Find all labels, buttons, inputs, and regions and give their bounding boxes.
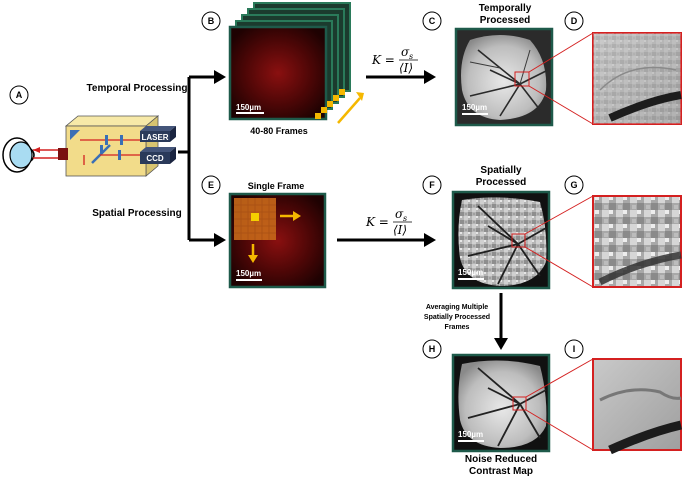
panel-g-label: G bbox=[564, 175, 584, 195]
panel-d-label: D bbox=[564, 11, 584, 31]
scale-bar-b-text: 150µm bbox=[236, 103, 261, 112]
panel-b-letter: B bbox=[208, 16, 215, 26]
eq-num-temporal: σ bbox=[401, 45, 410, 59]
pixel-window-grid bbox=[234, 198, 276, 240]
panel-i-label: I bbox=[564, 339, 584, 359]
branch-arrows bbox=[178, 70, 226, 247]
panel-e-letter: E bbox=[208, 180, 214, 190]
averaging-caption-1: Averaging Multiple bbox=[426, 304, 488, 311]
eq-k-spatial: K = bbox=[365, 215, 389, 229]
arrow-e-to-f bbox=[337, 233, 436, 247]
eye-icon bbox=[2, 137, 35, 173]
single-frame-image: 150µm bbox=[228, 192, 327, 289]
zoom-lines-hi bbox=[525, 358, 594, 451]
panel-g-letter: G bbox=[570, 180, 577, 190]
eq-sub-temporal: s bbox=[409, 52, 413, 61]
contrast-map-h: 150µm bbox=[451, 353, 551, 453]
temporal-processing-label: Temporal Processing bbox=[87, 83, 188, 94]
temporally-processed-title-1: Temporally bbox=[479, 3, 532, 14]
frames-caption: 40-80 Frames bbox=[250, 126, 308, 136]
spatially-processed-title-2: Processed bbox=[476, 177, 527, 188]
spatial-processing-label: Spatial Processing bbox=[92, 208, 181, 219]
scale-bar-c-text: 150µm bbox=[462, 103, 487, 112]
contrast-equation-spatial: K = σ s ⟨I⟩ bbox=[365, 207, 412, 237]
ccd-label: CCD bbox=[146, 154, 164, 163]
eq-k-temporal: K = bbox=[371, 53, 395, 67]
panel-a-letter: A bbox=[16, 90, 23, 100]
contrast-map-c: 150µm bbox=[454, 27, 554, 127]
noise-reduced-title-1: Noise Reduced bbox=[465, 454, 537, 465]
zoom-lines-fg bbox=[524, 195, 594, 288]
eq-num-spatial: σ bbox=[395, 207, 404, 221]
ccd-module: CCD bbox=[140, 147, 176, 164]
panel-e-label: E bbox=[201, 175, 221, 195]
spatially-processed-title-1: Spatially bbox=[480, 165, 522, 176]
scale-bar-e-text: 150µm bbox=[236, 269, 261, 278]
panel-a-label: A bbox=[9, 85, 29, 105]
panel-f-letter: F bbox=[429, 180, 435, 190]
eq-den-spatial: ⟨I⟩ bbox=[393, 223, 407, 237]
eq-sub-spatial: s bbox=[403, 214, 407, 223]
arrow-b-to-c bbox=[366, 70, 436, 84]
panel-c-letter: C bbox=[429, 16, 436, 26]
noise-reduced-title-2: Contrast Map bbox=[469, 466, 533, 477]
contrast-map-f: 150µm bbox=[451, 190, 551, 290]
panel-h-label: H bbox=[422, 339, 442, 359]
panel-b-label: B bbox=[201, 11, 221, 31]
laser-label: LASER bbox=[141, 133, 168, 142]
zoom-map-i bbox=[592, 358, 682, 455]
zoom-map-d bbox=[592, 32, 682, 125]
eq-den-temporal: ⟨I⟩ bbox=[399, 61, 413, 75]
laser-module: LASER bbox=[140, 126, 176, 142]
zoom-map-g bbox=[592, 195, 682, 288]
depth-arrow bbox=[337, 92, 364, 124]
scale-bar-h-text: 150µm bbox=[458, 430, 483, 439]
arrow-f-to-h bbox=[494, 293, 508, 350]
temporally-processed-title-2: Processed bbox=[480, 15, 531, 26]
panel-f-label: F bbox=[422, 175, 442, 195]
frame-stack bbox=[228, 2, 351, 121]
averaging-caption-3: Frames bbox=[445, 324, 470, 331]
averaging-caption-2: Spatially Processed bbox=[424, 314, 490, 321]
contrast-equation-temporal: K = σ s ⟨I⟩ bbox=[371, 45, 418, 75]
single-frame-caption: Single Frame bbox=[248, 181, 305, 191]
zoom-lines-cd bbox=[528, 32, 594, 125]
imaging-device bbox=[58, 115, 160, 177]
panel-h-letter: H bbox=[429, 344, 436, 354]
scale-bar-b: 150µm bbox=[236, 103, 264, 114]
panel-i-letter: I bbox=[573, 344, 576, 354]
panel-d-letter: D bbox=[571, 16, 578, 26]
scale-bar-f-text: 150µm bbox=[458, 268, 483, 277]
panel-c-label: C bbox=[422, 11, 442, 31]
